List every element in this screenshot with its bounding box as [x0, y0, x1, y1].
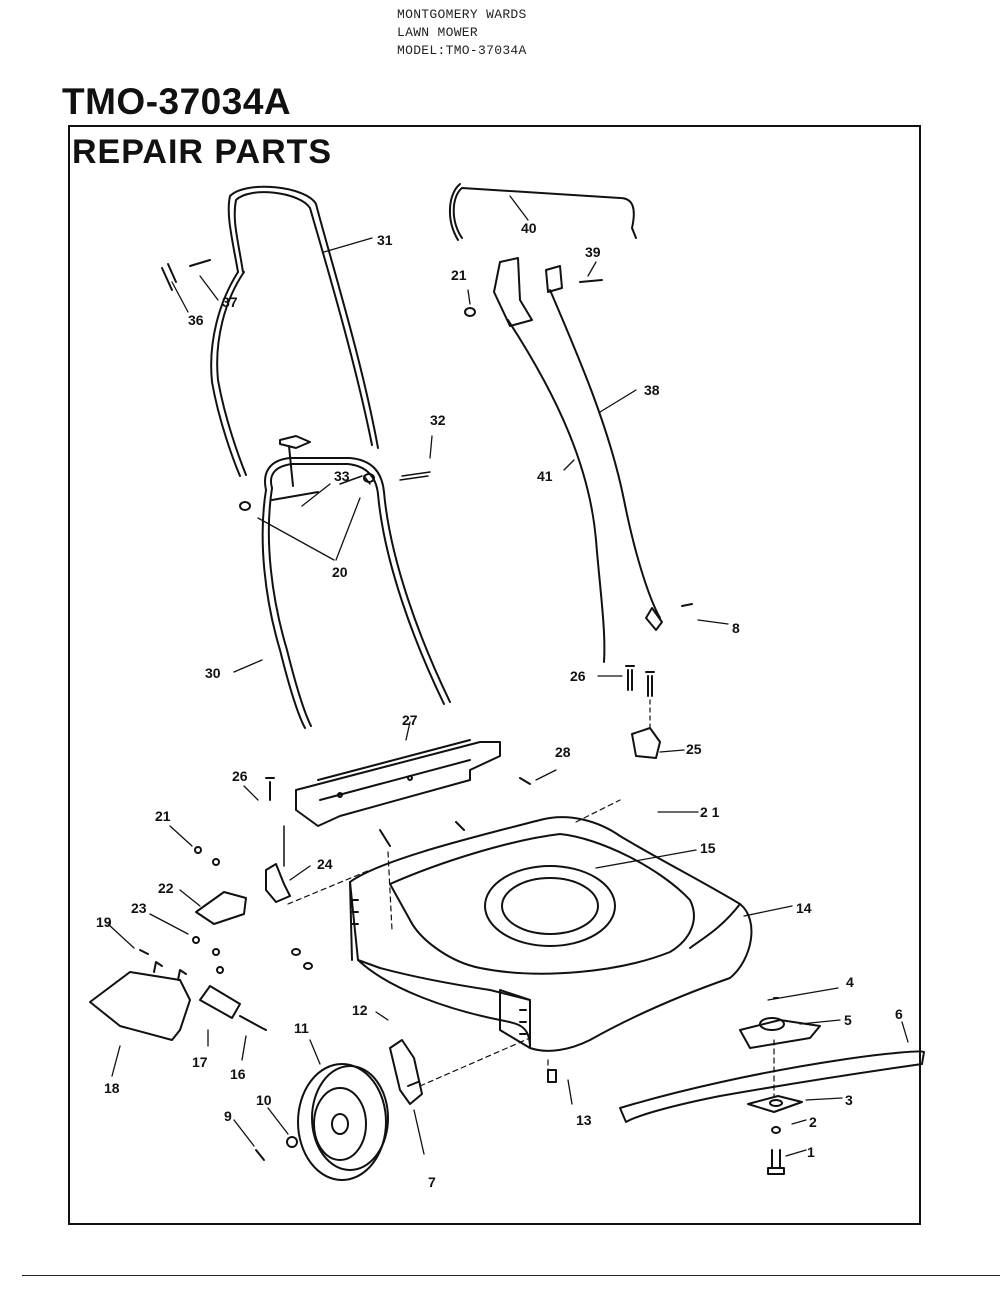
callout-13: 13 — [576, 1112, 592, 1128]
callout-37: 37 — [222, 294, 238, 310]
callout-11: 11 — [294, 1020, 309, 1036]
blade-assembly-drawing — [619, 997, 925, 1175]
callout-33: 33 — [334, 468, 350, 484]
callout-40: 40 — [521, 220, 537, 236]
page-bottom-rule — [22, 1275, 1000, 1276]
callout-32: 32 — [430, 412, 446, 428]
callout-12: 12 — [352, 1002, 368, 1018]
callout-15: 15 — [700, 840, 716, 856]
callout-22: 22 — [158, 880, 174, 896]
callout-3: 3 — [845, 1092, 853, 1108]
callout-25: 25 — [686, 741, 702, 757]
callout-36: 36 — [188, 312, 204, 328]
rear-plate-drawing — [295, 739, 501, 827]
front-hardware-drawing — [139, 777, 531, 974]
callout-1: 1 — [807, 1144, 815, 1160]
mower-deck-drawing — [349, 816, 753, 1083]
header-product: LAWN MOWER — [397, 25, 479, 40]
callout-26-upper: 26 — [570, 668, 586, 684]
callout-23: 23 — [131, 900, 147, 916]
callout-7: 7 — [428, 1174, 436, 1190]
document-header: MONTGOMERY WARDS LAWN MOWER MODEL:TMO-37… — [397, 6, 527, 60]
callout-14: 14 — [796, 900, 812, 916]
callout-38: 38 — [644, 382, 660, 398]
callout-8: 8 — [732, 620, 740, 636]
callout-2: 2 — [809, 1114, 817, 1130]
header-brand: MONTGOMERY WARDS — [397, 7, 527, 22]
diagram-frame — [68, 125, 921, 1225]
callout-21-top: 21 — [451, 267, 467, 283]
callout-21-right: 2 1 — [700, 804, 720, 820]
callout-10: 10 — [256, 1092, 272, 1108]
deflector-and-spring-drawing — [89, 961, 267, 1041]
callout-41: 41 — [537, 468, 553, 484]
callout-20: 20 — [332, 564, 348, 580]
callout-16: 16 — [230, 1066, 246, 1082]
header-model: MODEL:TMO-37034A — [397, 43, 527, 58]
callout-5: 5 — [844, 1012, 852, 1028]
callout-39: 39 — [585, 244, 601, 260]
callout-6: 6 — [895, 1006, 903, 1022]
callout-27: 27 — [402, 712, 418, 728]
lower-handle-drawing — [239, 435, 451, 729]
control-bail-and-cables-drawing — [448, 183, 693, 663]
model-title: TMO-37034A — [62, 81, 292, 122]
assembly-dashed-lines — [287, 799, 775, 1097]
callout-28: 28 — [555, 744, 571, 760]
callout-26-lower: 26 — [232, 768, 248, 784]
wheel-assembly-drawing — [255, 1039, 423, 1181]
callout-21-left: 21 — [155, 808, 171, 824]
callout-31: 31 — [377, 232, 393, 248]
bracket-and-bolts-drawing — [625, 665, 661, 759]
callout-30: 30 — [205, 665, 221, 681]
callout-9: 9 — [224, 1108, 232, 1124]
section-title: REPAIR PARTS — [72, 133, 333, 171]
upper-handle-drawing — [161, 185, 379, 477]
callout-4: 4 — [846, 974, 854, 990]
leader-lines — [107, 195, 909, 1157]
callout-18: 18 — [104, 1080, 120, 1096]
callout-19: 19 — [96, 914, 112, 930]
callout-17: 17 — [192, 1054, 208, 1070]
callout-24: 24 — [317, 856, 333, 872]
